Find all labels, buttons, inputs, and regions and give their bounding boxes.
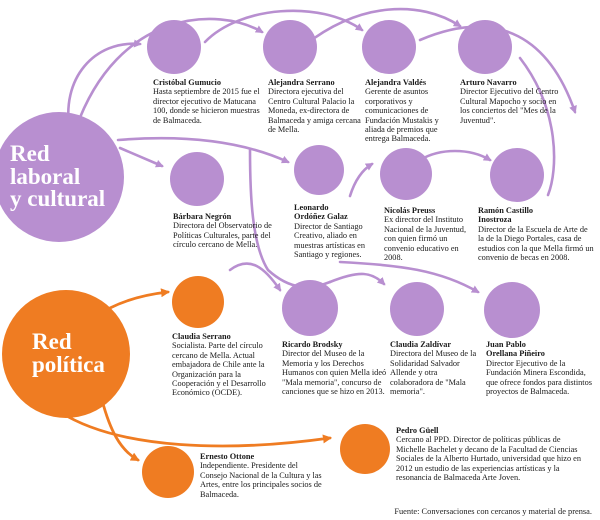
hub-politica-line2: política [32,352,105,377]
name-gumucio: Cristóbal Gumucio [153,78,221,87]
arrow-to-ordonez [116,136,290,164]
name-negron: Bárbara Negrón [173,212,232,221]
arrow-to-orellana [338,260,480,294]
name-zaldivar: Claudia Zaldívar [390,340,452,349]
desc-orellana: Director Ejecutivo de la Fundación Miner… [486,358,592,396]
card-navarro: Arturo Navarro Director Ejecutivo del Ce… [460,78,562,125]
desc-ordonez: Director de Santiago Creativo, aliado en… [294,221,365,259]
desc-guell: Cercano al PPD. Director de políticas pú… [396,435,582,482]
card-brodsky: Ricardo Brodsky Director del Museo de la… [282,340,388,396]
name-castillo-2: Inostroza [478,215,512,225]
hub-laboral-line1: Red [10,141,50,167]
card-guell: Pedro Güell Cercano al PPD. Director de … [396,426,592,482]
arrow-from-navarro [518,56,556,197]
card-gumucio: Cristóbal Gumucio Hasta septiembre de 20… [153,78,265,125]
node-guell [340,424,390,474]
arrow-to-ottone [100,398,140,462]
desc-navarro: Director Ejecutivo del Centro Cultural M… [460,87,559,125]
node-zaldivar [390,282,444,336]
card-valdes: Alejandra Valdés Gerente de asuntos corp… [365,78,457,144]
hub-laboral-line2: laboral [10,163,81,189]
source-note: Fuente: Conversaciones con cercanos y ma… [394,507,592,516]
card-serrano-c: Claudia Serrano Socialista. Parte del cí… [172,332,282,398]
desc-gumucio: Hasta septiembre de 2015 fue el director… [153,87,260,125]
name-castillo-1: Ramón Castillo [478,206,534,215]
desc-ottone: Independiente. Presidente del Consejo Na… [200,461,322,499]
desc-serrano-a: Directora ejecutiva del Centro Cultural … [268,87,361,134]
name-orellana-1: Juan Pablo [486,340,526,349]
name-ottone: Ernesto Ottone [200,452,255,461]
node-ottone [142,446,194,498]
card-ottone: Ernesto Ottone Independiente. Presidente… [200,452,324,499]
arrow-to-navarro [303,7,462,47]
name-serrano-a: Alejandra Serrano [268,78,335,87]
card-preuss: Nicolás Preuss Ex director del Instituto… [384,206,476,262]
node-brodsky [282,280,338,336]
card-orellana: Juan Pablo Orellana Piñeiro Director Eje… [486,340,594,396]
name-ordonez-1: Leonardo [294,203,329,212]
card-serrano-a: Alejandra Serrano Directora ejecutiva de… [268,78,366,134]
desc-castillo: Director de la Escuela de Arte de la de … [478,224,594,262]
arrow-right-edge [418,25,577,114]
desc-brodsky: Director del Museo de la Memoria y los D… [282,349,387,396]
node-castillo [490,148,544,202]
name-guell: Pedro Güell [396,426,439,435]
desc-negron: Directora del Observatorio de Políticas … [173,221,272,250]
card-zaldivar: Claudia Zaldívar Directora del Museo de … [390,340,482,396]
name-ordonez-2: Ordóñez Galaz [294,212,348,222]
arrow-to-negron [118,146,164,168]
node-negron [170,152,224,206]
hub-red-politica: Red política [2,290,130,418]
node-serrano-c [172,276,224,328]
hub-red-laboral: Red laboral y cultural [0,112,124,242]
arrow-to-serrano-c [108,288,170,310]
node-valdes [362,20,416,74]
name-preuss: Nicolás Preuss [384,206,436,215]
desc-valdes: Gerente de asuntos corporativos y comuni… [365,87,439,144]
arrow-to-castillo [418,149,492,162]
card-castillo: Ramón Castillo Inostroza Director de la … [478,206,594,262]
node-gumucio [147,20,201,74]
desc-serrano-c: Socialista. Parte del círculo cercano de… [172,341,266,398]
card-ordonez: Leonardo Ordóñez Galaz Director de Santi… [294,203,376,259]
name-orellana-2: Orellana Piñeiro [486,349,545,359]
name-navarro: Arturo Navarro [460,78,517,87]
node-navarro [458,20,512,74]
node-preuss [380,148,432,200]
arrow-to-zaldivar [328,272,386,286]
node-ordonez [294,145,344,195]
arrow-to-brodsky [228,262,282,292]
node-serrano-a [263,20,317,74]
card-negron: Bárbara Negrón Directora del Observatori… [173,212,291,250]
name-brodsky: Ricardo Brodsky [282,340,343,349]
hub-politica-line1: Red [32,329,72,355]
arrow-to-preuss [348,162,374,198]
arrow-to-guell [58,410,332,448]
desc-zaldivar: Directora del Museo de la Solidaridad Sa… [390,349,477,396]
name-serrano-c: Claudia Serrano [172,332,231,341]
node-orellana [484,282,540,338]
hub-laboral-line3: y cultural [10,186,106,212]
desc-preuss: Ex director del Instituto Nacional de la… [384,215,467,262]
name-valdes: Alejandra Valdés [365,78,427,87]
